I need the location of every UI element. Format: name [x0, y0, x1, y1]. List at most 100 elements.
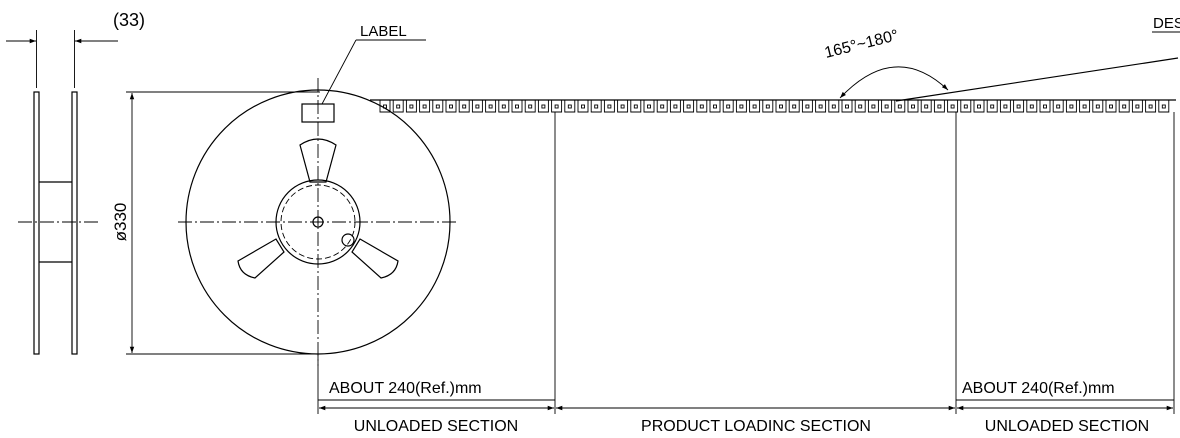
pocket-component: [607, 104, 612, 109]
pocket-component: [805, 104, 810, 109]
pocket-component: [620, 104, 625, 109]
pocket-component: [1109, 104, 1113, 109]
tape-pocket: [511, 100, 523, 113]
tape-pocket: [1118, 100, 1130, 113]
tape-pocket: [485, 100, 497, 113]
tape-pocket: [471, 100, 483, 113]
pocket-component: [1003, 104, 1008, 109]
pocket-component: [1095, 104, 1100, 109]
pocket-component: [501, 104, 506, 109]
tape-pocket: [1092, 100, 1104, 113]
about-length-right: ABOUT 240(Ref.)mm: [962, 380, 1115, 397]
pocket-component: [1148, 104, 1153, 109]
pocket-component: [1082, 104, 1087, 109]
pocket-component: [897, 104, 902, 109]
pocket-component: [937, 104, 942, 109]
pocket-component: [1056, 104, 1061, 109]
tape-pocket: [1079, 100, 1091, 113]
pocket-component: [409, 104, 414, 109]
pocket-component: [633, 104, 638, 109]
pocket-component: [647, 104, 651, 109]
pocket-component: [1161, 104, 1166, 109]
tape-pocket: [432, 100, 444, 113]
tape-pocket: [458, 100, 470, 113]
tape-pocket: [854, 100, 866, 113]
tape-pocket: [828, 100, 840, 113]
tape-pocket: [590, 100, 602, 113]
tape-pocket: [630, 100, 642, 113]
pocket-component: [977, 104, 981, 109]
tape-pocket: [669, 100, 681, 113]
reel-window-left: [237, 238, 285, 279]
pocket-component: [752, 104, 757, 109]
tape-pocket: [788, 100, 800, 113]
pocket-component: [818, 104, 823, 109]
about-length-left: ABOUT 240(Ref.)mm: [329, 380, 482, 397]
tape-pocket: [1145, 100, 1157, 113]
pocket-component: [383, 104, 387, 109]
diameter-dimension: ø330: [111, 91, 320, 355]
direction-callout: DES: [1153, 15, 1180, 32]
right-flange: [71, 91, 78, 355]
tape-pocket: [907, 100, 919, 113]
tape-pocket: [643, 100, 655, 113]
pocket-component: [435, 104, 440, 109]
tape-pocket: [1013, 100, 1025, 113]
pocket-component: [528, 104, 533, 109]
tape-pocket: [564, 100, 576, 113]
pocket-component: [567, 104, 572, 109]
width-dimension: (33): [113, 10, 145, 30]
pocket-component: [950, 104, 955, 109]
tape-pocket: [722, 100, 734, 113]
carrier-tape: 165°~180° DES: [370, 15, 1180, 113]
tape-pocket: [524, 100, 536, 113]
tape-pocket: [537, 100, 549, 113]
tape-pocket: [603, 100, 615, 113]
tape-pocket: [986, 100, 998, 113]
pocket-component: [449, 104, 453, 109]
tape-pocket: [999, 100, 1011, 113]
tape-pocket: [445, 100, 457, 113]
tape-pocket: [775, 100, 787, 113]
tape-pocket: [881, 100, 893, 113]
pocket-component: [475, 104, 480, 109]
tape-pockets: [379, 100, 1170, 113]
pocket-component: [1043, 104, 1047, 109]
pocket-component: [871, 104, 876, 109]
left-flange: [33, 91, 40, 355]
pocket-component: [1069, 104, 1074, 109]
pocket-component: [990, 104, 995, 109]
pocket-component: [792, 104, 797, 109]
tape-pocket: [933, 100, 945, 113]
pocket-component: [713, 104, 717, 109]
pocket-component: [884, 104, 889, 109]
pocket-component: [1135, 104, 1140, 109]
cover-tape-line: [895, 57, 1179, 102]
pocket-component: [594, 104, 599, 109]
tape-pocket: [867, 100, 879, 113]
reel-window-right: [351, 238, 399, 279]
reel-side-view: (33): [6, 10, 145, 355]
pocket-component: [726, 104, 731, 109]
pocket-component: [1029, 104, 1034, 109]
tape-pocket: [577, 100, 589, 113]
pocket-component: [541, 104, 546, 109]
tape-pocket: [762, 100, 774, 113]
tape-pocket: [894, 100, 906, 113]
pocket-component: [963, 104, 968, 109]
tape-pocket: [841, 100, 853, 113]
label-box: [301, 103, 335, 123]
angle-arc: [839, 66, 949, 99]
tape-pocket: [1158, 100, 1170, 113]
label-callout: LABEL: [360, 23, 407, 40]
tape-pocket: [379, 100, 391, 113]
tape-pocket: [815, 100, 827, 113]
reel-window-top: [299, 138, 337, 183]
pocket-component: [488, 104, 493, 109]
pocket-component: [1122, 104, 1127, 109]
pocket-component: [858, 104, 863, 109]
tape-pocket: [617, 100, 629, 113]
pocket-component: [554, 104, 559, 109]
tape-pocket: [1026, 100, 1038, 113]
